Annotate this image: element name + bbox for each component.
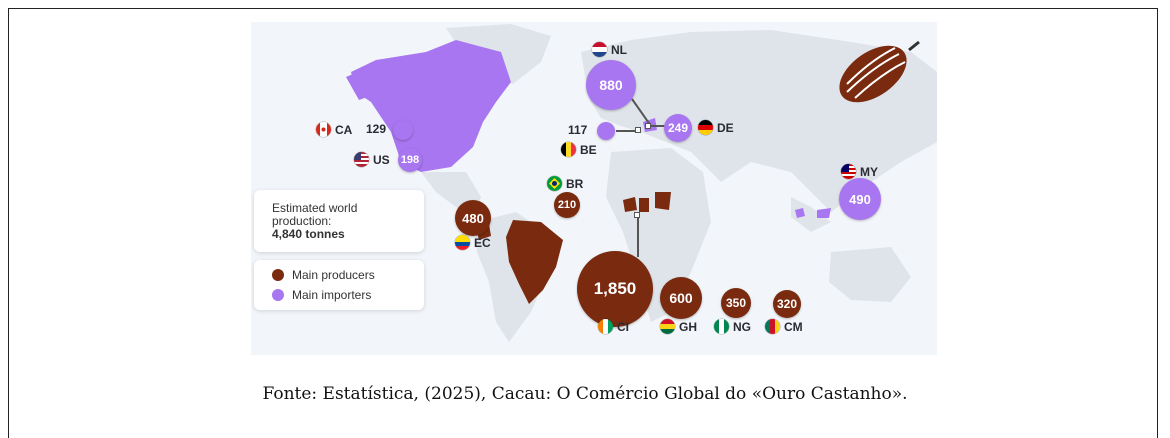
label-nl: NL: [592, 42, 627, 57]
belgium-flag-icon: [561, 142, 576, 157]
connector-be: [616, 130, 636, 132]
usa-flag-icon: [354, 152, 369, 167]
ghana-flag-icon: [660, 319, 675, 334]
connector-ci: [637, 217, 639, 257]
label-cm: CM: [765, 319, 803, 334]
pin-nl: [645, 123, 651, 129]
label-ca: CA: [316, 122, 352, 137]
value-ca: 129: [366, 122, 387, 136]
label-gh: GH: [660, 319, 697, 334]
bubble-ng: 350: [721, 288, 751, 318]
bubble-my: 490: [839, 178, 881, 220]
cameroon-flag-icon: [765, 319, 780, 334]
netherlands-flag-icon: [592, 42, 607, 57]
connector-de: [651, 125, 665, 127]
pin-ci: [634, 212, 640, 218]
bubble-nl: 880: [586, 60, 636, 110]
bubble-de: 249: [664, 114, 692, 142]
bubble-us: 198: [398, 148, 422, 172]
bubble-ec: 480: [455, 200, 491, 236]
legend-producer-dot: [272, 269, 284, 281]
legend-box: Main producers Main importers: [254, 260, 424, 310]
label-ng: NG: [714, 319, 751, 334]
world-landmass: [346, 24, 937, 342]
brazil-flag-icon: [547, 176, 562, 191]
legend-producers: Main producers: [254, 265, 424, 285]
info-line-1: Estimated world: [272, 201, 358, 215]
bubble-br: 210: [554, 192, 580, 218]
malaysia-flag-icon: [841, 164, 856, 179]
bubble-cm: 320: [773, 290, 801, 318]
ivory-coast-flag-icon: [598, 319, 613, 334]
bubble-be: [597, 122, 615, 140]
figure-caption: Fonte: Estatística, (2025), Cacau: O Com…: [262, 384, 908, 404]
germany-flag-icon: [698, 120, 713, 135]
bubble-ci: 1,850: [577, 251, 653, 327]
value-be: 117: [568, 123, 588, 137]
info-line-2: production:: [272, 214, 332, 228]
bubble-gh: 600: [660, 277, 702, 319]
info-total: 4,840 tonnes: [272, 227, 345, 241]
label-de: DE: [698, 120, 734, 135]
label-be: BE: [561, 142, 597, 157]
world-production-box: Estimated world production: 4,840 tonnes: [254, 190, 424, 252]
legend-importer-dot: [272, 289, 284, 301]
ecuador-flag-icon: [455, 235, 470, 250]
label-ci: CI: [598, 319, 629, 334]
label-my: MY: [841, 164, 878, 179]
canada-flag-icon: [316, 122, 331, 137]
label-ec: EC: [455, 235, 491, 250]
label-br: BR: [547, 176, 583, 191]
figure-frame: [8, 8, 1158, 438]
bubble-ca: [393, 120, 413, 140]
label-us: US: [354, 152, 390, 167]
nigeria-flag-icon: [714, 319, 729, 334]
cocoa-pod-icon: [839, 40, 920, 103]
legend-importers: Main importers: [254, 285, 424, 305]
pin-be: [635, 127, 641, 133]
cocoa-trade-map: NL 880 249 DE 117 BE CA 129 US 198 MY 49…: [251, 22, 937, 355]
